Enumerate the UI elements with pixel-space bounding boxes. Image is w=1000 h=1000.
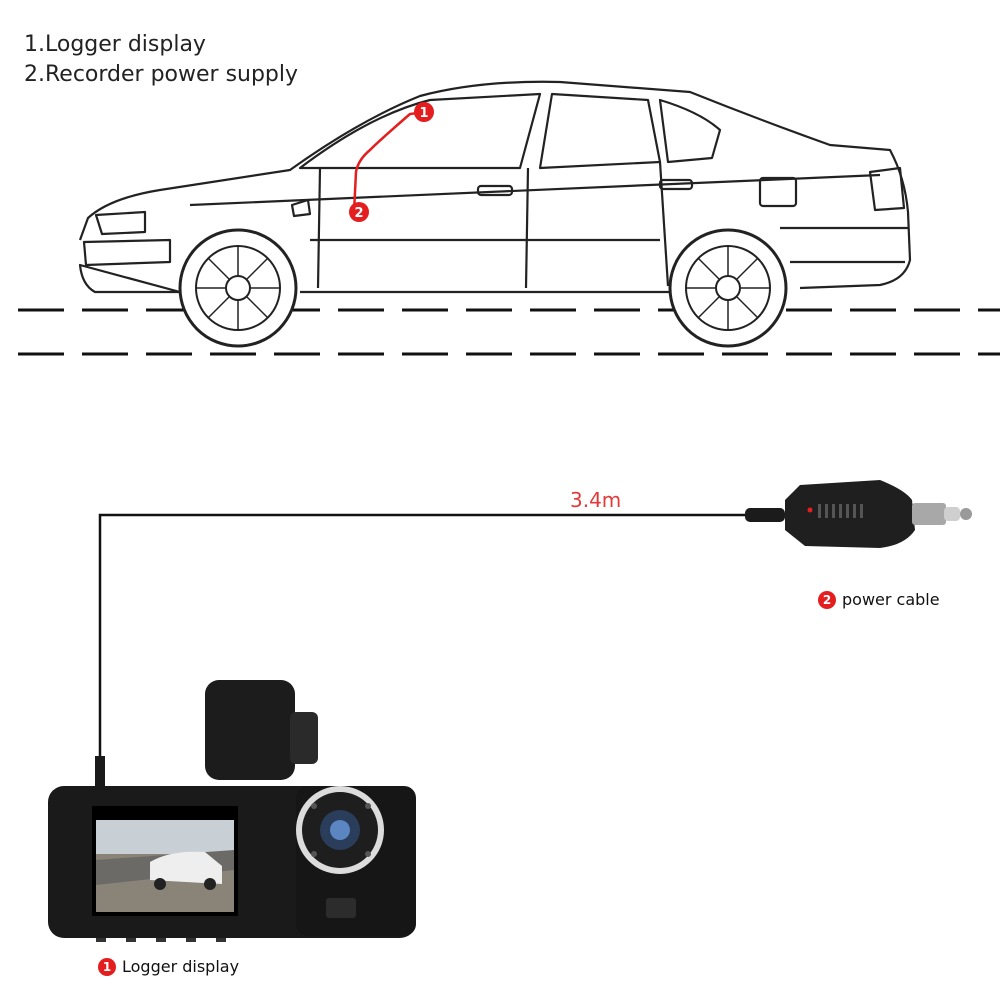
logger-display-label: Logger display	[122, 957, 240, 976]
marker-2-dot	[349, 202, 369, 222]
marker-1-dot	[414, 102, 434, 122]
caption-power-cable: 2 power cable	[818, 590, 940, 609]
power-cable-label: power cable	[842, 590, 940, 609]
rear-wheel	[668, 228, 788, 348]
caption-logger-display: 1 Logger display	[98, 957, 239, 976]
marker-2-label: 2	[354, 206, 363, 221]
front-wheel	[178, 228, 298, 348]
dash-camera	[48, 680, 416, 942]
marker-2-badge: 2	[818, 590, 836, 609]
car-charger	[745, 480, 972, 548]
cable-length-label: 3.4m	[570, 488, 622, 512]
usb-plug	[95, 756, 105, 786]
power-cable-line	[98, 513, 750, 760]
marker-1-label: 1	[419, 106, 428, 121]
marker-1-badge: 1	[98, 957, 116, 976]
legend: 1.Logger display 2.Recorder power supply	[24, 30, 298, 90]
legend-item-logger-display: 1.Logger display	[24, 32, 206, 57]
legend-item-recorder-power-supply: 2.Recorder power supply	[24, 62, 299, 87]
routing-cable	[352, 110, 425, 213]
